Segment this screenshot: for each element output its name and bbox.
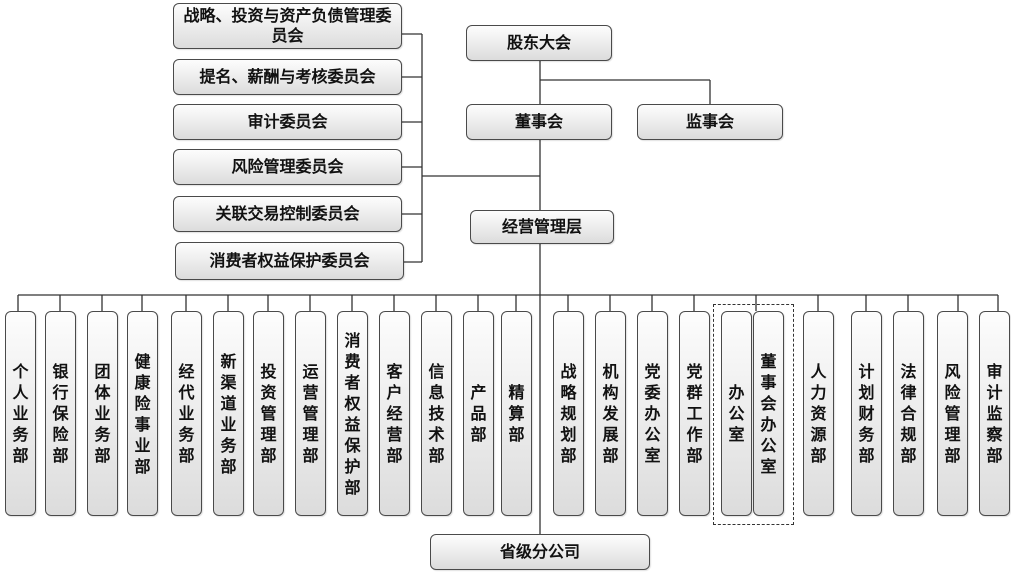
department-box: 投资管理部: [253, 311, 284, 516]
provincial-branch-label: 省级分公司: [499, 542, 580, 561]
department-label: 党委办公室: [644, 362, 661, 465]
department-box: 风险管理部: [937, 311, 968, 516]
department-label: 董事会办公室: [760, 351, 777, 476]
committee-related-transactions: 关联交易控制委员会: [173, 196, 402, 232]
department-box: 党委办公室: [637, 311, 668, 516]
department-box: 机构发展部: [595, 311, 626, 516]
committee-strategy-investment-alm: 战略、投资与资产负债管理委员会: [173, 3, 402, 49]
committee-label: 消费者权益保护委员会: [209, 251, 370, 270]
department-label: 经代业务部: [178, 362, 195, 465]
department-box: 信息技术部: [421, 311, 452, 516]
committee-label: 提名、薪酬与考核委员会: [199, 67, 376, 86]
department-label: 消费者权益保护部: [344, 330, 361, 497]
department-box: 战略规划部: [553, 311, 584, 516]
department-label: 风险管理部: [944, 362, 961, 465]
department-label: 产品部: [470, 383, 487, 444]
department-box: 新渠道业务部: [213, 311, 244, 516]
committee-label: 风险管理委员会: [231, 157, 344, 176]
department-label: 个人业务部: [12, 362, 29, 465]
department-box: 经代业务部: [171, 311, 202, 516]
department-box: 银行保险部: [45, 311, 76, 516]
department-label: 精算部: [508, 383, 525, 444]
department-label: 法律合规部: [900, 362, 917, 465]
committee-label: 战略、投资与资产负债管理委员会: [183, 6, 392, 45]
department-label: 计划财务部: [858, 362, 875, 465]
department-box: 客户经营部: [379, 311, 410, 516]
shareholders-meeting-label: 股东大会: [506, 33, 571, 52]
department-label: 人力资源部: [810, 362, 827, 465]
committee-audit: 审计委员会: [173, 104, 402, 140]
management-box: 经营管理层: [470, 210, 614, 244]
department-box: 消费者权益保护部: [337, 311, 368, 516]
department-label: 银行保险部: [52, 362, 69, 465]
committee-label: 关联交易控制委员会: [215, 204, 360, 223]
department-box: 运营管理部: [295, 311, 326, 516]
department-label: 客户经营部: [386, 362, 403, 465]
department-label: 战略规划部: [560, 362, 577, 465]
department-label: 信息技术部: [428, 362, 445, 465]
department-box: 精算部: [501, 311, 532, 516]
department-box: 产品部: [463, 311, 494, 516]
department-label: 健康险事业部: [134, 351, 151, 476]
board-of-directors-box: 董事会: [466, 104, 612, 140]
department-label: 团体业务部: [94, 362, 111, 465]
shareholders-meeting-box: 股东大会: [466, 25, 612, 61]
committee-nomination-remuneration: 提名、薪酬与考核委员会: [173, 59, 402, 95]
department-label: 办公室: [728, 383, 745, 444]
department-box: 人力资源部: [803, 311, 834, 516]
committee-label: 审计委员会: [247, 112, 328, 131]
department-label: 新渠道业务部: [220, 351, 237, 476]
department-box: 健康险事业部: [127, 311, 158, 516]
department-label: 党群工作部: [686, 362, 703, 465]
board-of-directors-label: 董事会: [514, 112, 563, 131]
provincial-branch-box: 省级分公司: [430, 534, 650, 570]
department-label: 审计监察部: [986, 362, 1003, 465]
management-label: 经营管理层: [501, 217, 582, 236]
department-box: 董事会办公室: [753, 311, 784, 516]
department-box: 个人业务部: [5, 311, 36, 516]
department-box: 党群工作部: [679, 311, 710, 516]
office-group-frame: [713, 304, 794, 525]
board-of-supervisors-label: 监事会: [685, 112, 734, 131]
department-label: 运营管理部: [302, 362, 319, 465]
board-of-supervisors-box: 监事会: [637, 104, 783, 140]
department-label: 投资管理部: [260, 362, 277, 465]
committee-consumer-protection: 消费者权益保护委员会: [175, 242, 404, 280]
committee-risk-management: 风险管理委员会: [173, 149, 402, 185]
department-box: 办公室: [721, 311, 752, 516]
department-box: 计划财务部: [851, 311, 882, 516]
department-label: 机构发展部: [602, 362, 619, 465]
department-box: 团体业务部: [87, 311, 118, 516]
department-box: 法律合规部: [893, 311, 924, 516]
department-box: 审计监察部: [979, 311, 1010, 516]
